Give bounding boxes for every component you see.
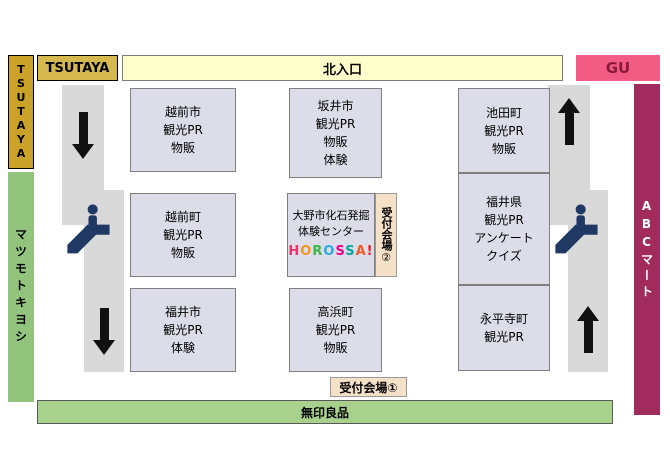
up-arrow-icon: [558, 98, 580, 145]
horossa-logo-letter: H: [288, 244, 301, 260]
horossa-logo-letter: O: [323, 244, 336, 260]
horossa-logo-letter: R: [312, 244, 324, 260]
arrow-shaft: [583, 321, 593, 353]
down-arrow-icon: [93, 308, 115, 355]
reception-area2-text: 受付会場: [380, 206, 393, 251]
escalator-icon: [64, 200, 118, 260]
store-matsumotokiyoshi-sign: マツモトキヨシ: [8, 172, 34, 402]
reception-area1-label: 受付会場①: [330, 377, 407, 397]
horossa-logo-letter: A: [355, 244, 367, 260]
booth-echizen-town: 越前町 観光PR 物販: [130, 193, 236, 277]
arrow-head: [72, 144, 94, 159]
arrow-head: [577, 306, 599, 321]
booth-echizen-city: 越前市 観光PR 物販: [130, 88, 236, 172]
booth-ono-fossil-center: 大野市化石発掘 体験センター HOROSSA!: [287, 193, 375, 277]
store-abcmart-sign: ABCマート: [634, 84, 660, 415]
store-muji-banner: 無印良品: [37, 400, 613, 424]
booth-sakai-city: 坂井市 観光PR 物販 体験: [289, 88, 382, 178]
reception-area2-number: ②: [381, 250, 391, 264]
horossa-logo-letter: O: [300, 244, 313, 260]
store-tsutaya-vertical-sign: TSUTAYA: [8, 55, 34, 169]
booth-eiheiji: 永平寺町 観光PR: [458, 285, 550, 371]
arrow-head: [558, 98, 580, 113]
reception-area2-label: 受付会場 ②: [375, 193, 397, 277]
booth-fukui-city: 福井市 観光PR 体験: [130, 288, 236, 372]
arrow-head: [93, 340, 115, 355]
up-arrow-icon: [577, 306, 599, 353]
arrow-shaft: [99, 308, 109, 340]
arrow-shaft: [564, 113, 574, 145]
booth-ikeda: 池田町 観光PR 物販: [458, 88, 550, 173]
booth-takahama: 高浜町 観光PR 物販: [289, 288, 382, 372]
arrow-shaft: [78, 112, 88, 144]
store-gu-sign: GU: [576, 55, 660, 81]
escalator-icon: [552, 200, 606, 260]
north-entrance-banner: 北入口: [122, 55, 563, 81]
horossa-logo: HOROSSA!: [288, 242, 373, 262]
down-arrow-icon: [72, 112, 94, 159]
booth-ono-label: 大野市化石発掘 体験センター: [292, 209, 370, 238]
store-tsutaya-top-sign: TSUTAYA: [37, 55, 118, 81]
booth-fukui-pref: 福井県 観光PR アンケート クイズ: [458, 173, 550, 285]
horossa-logo-letter: S: [335, 244, 346, 260]
horossa-logo-letter: !: [366, 244, 374, 260]
horossa-logo-letter: S: [345, 244, 356, 260]
